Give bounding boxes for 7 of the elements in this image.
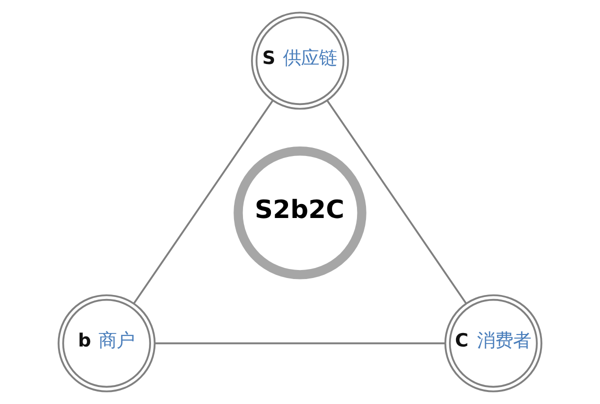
node-circle: S2b2C bbox=[234, 146, 366, 280]
connector bbox=[133, 100, 274, 304]
node-circle: S 供应链 bbox=[251, 12, 349, 110]
connector bbox=[154, 342, 446, 344]
node-circle: C 消费者 bbox=[444, 294, 542, 392]
connector bbox=[326, 100, 467, 304]
node-circle: b 商户 bbox=[58, 294, 156, 392]
